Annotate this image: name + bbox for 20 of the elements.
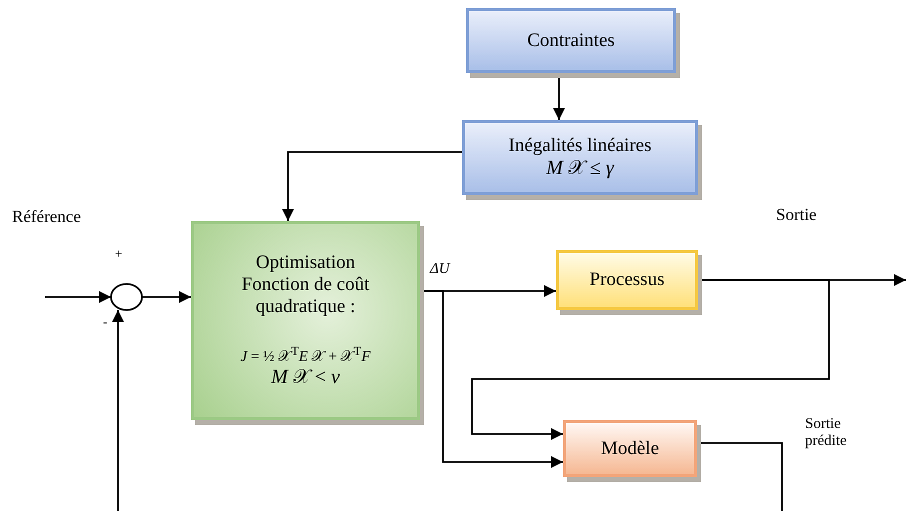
arrow <box>142 291 191 303</box>
formula: M 𝒳 < ν <box>271 366 340 389</box>
box-label: Optimisation Fonction de coût quadratique : <box>240 252 370 318</box>
box-label: Contraintes <box>527 30 615 52</box>
arrow <box>471 279 830 440</box>
box-label: Inégalités linéaires <box>508 135 652 157</box>
edge-label: ΔU <box>430 261 450 278</box>
formula: M 𝒳 ≤ γ <box>546 157 614 180</box>
formula: J = ½ 𝒳$^{T}$E 𝒳 + 𝒳$^{T}$F <box>240 344 370 366</box>
arrow <box>282 151 462 221</box>
reference-label: Référence <box>12 207 81 227</box>
output-label: Sortie prédite <box>805 416 848 450</box>
arrow <box>45 291 111 303</box>
plus-sign: + <box>115 246 122 262</box>
minus-sign: - <box>103 314 108 330</box>
box-label: Processus <box>590 269 664 291</box>
output-label: Sortie <box>776 205 817 225</box>
arrow <box>112 310 124 511</box>
box-label: Modèle <box>600 438 660 460</box>
summing-junction <box>110 283 143 311</box>
